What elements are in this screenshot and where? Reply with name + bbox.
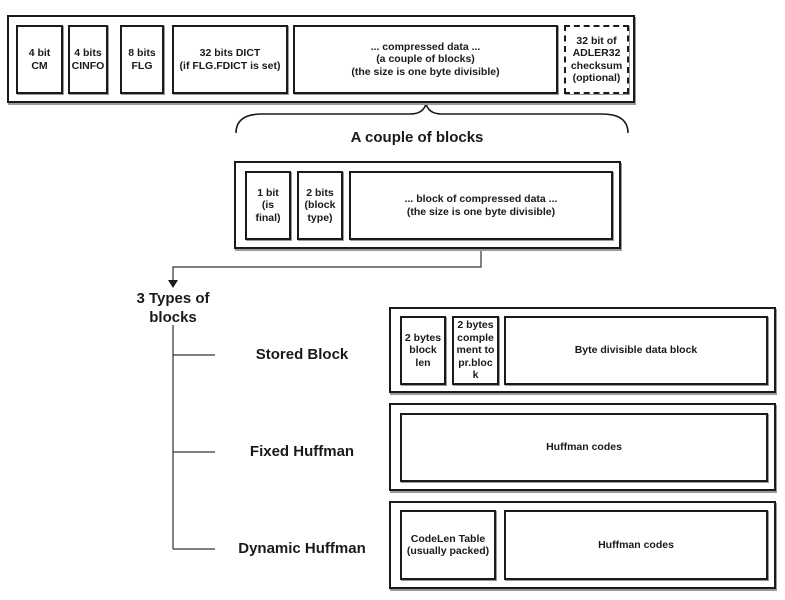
- block-to-types-connector: [172, 240, 482, 281]
- arrow-down-icon: [168, 280, 178, 288]
- field-cm: 4 bit CM: [16, 25, 63, 94]
- dynamic-field-codes: Huffman codes: [504, 510, 768, 580]
- field-block-data-text: ... block of compressed data ... (the si…: [404, 193, 558, 218]
- stored-field-nlen-text: 2 bytes comple ment to pr.bloc k: [456, 319, 495, 382]
- blocks-heading: A couple of blocks: [350, 129, 484, 146]
- field-dict: 32 bits DICT (if FLG.FDICT is set): [172, 25, 288, 94]
- field-cinfo: 4 bits CINFO: [68, 25, 108, 94]
- dynamic-field-codelen: CodeLen Table (usually packed): [400, 510, 496, 580]
- field-adler32-text: 32 bit of ADLER32 checksum (optional): [570, 34, 623, 85]
- type-label-stored: Stored Block: [255, 346, 349, 363]
- fixed-field-codes: Huffman codes: [400, 413, 768, 482]
- type-label-dynamic: Dynamic Huffman: [238, 540, 366, 557]
- field-compressed-text: ... compressed data ... (a couple of blo…: [351, 40, 500, 78]
- field-block-type-text: 2 bits (block type): [304, 186, 336, 224]
- dynamic-field-codes-text: Huffman codes: [598, 538, 674, 551]
- field-adler32: 32 bit of ADLER32 checksum (optional): [564, 25, 629, 94]
- dynamic-field-codelen-text: CodeLen Table (usually packed): [406, 532, 490, 558]
- stored-field-len-text: 2 bytes block len: [404, 331, 442, 369]
- stored-field-nlen: 2 bytes comple ment to pr.bloc k: [452, 316, 499, 385]
- field-cinfo-text: 4 bits CINFO: [71, 47, 105, 72]
- field-block-type: 2 bits (block type): [297, 171, 343, 240]
- stored-field-data: Byte divisible data block: [504, 316, 768, 385]
- field-flg-text: 8 bits FLG: [128, 47, 156, 72]
- brace: [235, 102, 629, 134]
- stored-field-data-text: Byte divisible data block: [574, 344, 698, 357]
- field-is-final-text: 1 bit (is final): [255, 186, 281, 224]
- field-block-data: ... block of compressed data ... (the si…: [349, 171, 613, 240]
- field-flg: 8 bits FLG: [120, 25, 164, 94]
- field-cm-text: 4 bit CM: [28, 47, 51, 72]
- types-heading: 3 Types of blocks: [136, 290, 210, 326]
- field-dict-text: 32 bits DICT (if FLG.FDICT is set): [179, 47, 281, 72]
- field-is-final: 1 bit (is final): [245, 171, 291, 240]
- type-label-fixed: Fixed Huffman: [249, 443, 355, 460]
- fixed-field-codes-text: Huffman codes: [546, 441, 622, 454]
- stored-field-len: 2 bytes block len: [400, 316, 446, 385]
- field-compressed: ... compressed data ... (a couple of blo…: [293, 25, 558, 94]
